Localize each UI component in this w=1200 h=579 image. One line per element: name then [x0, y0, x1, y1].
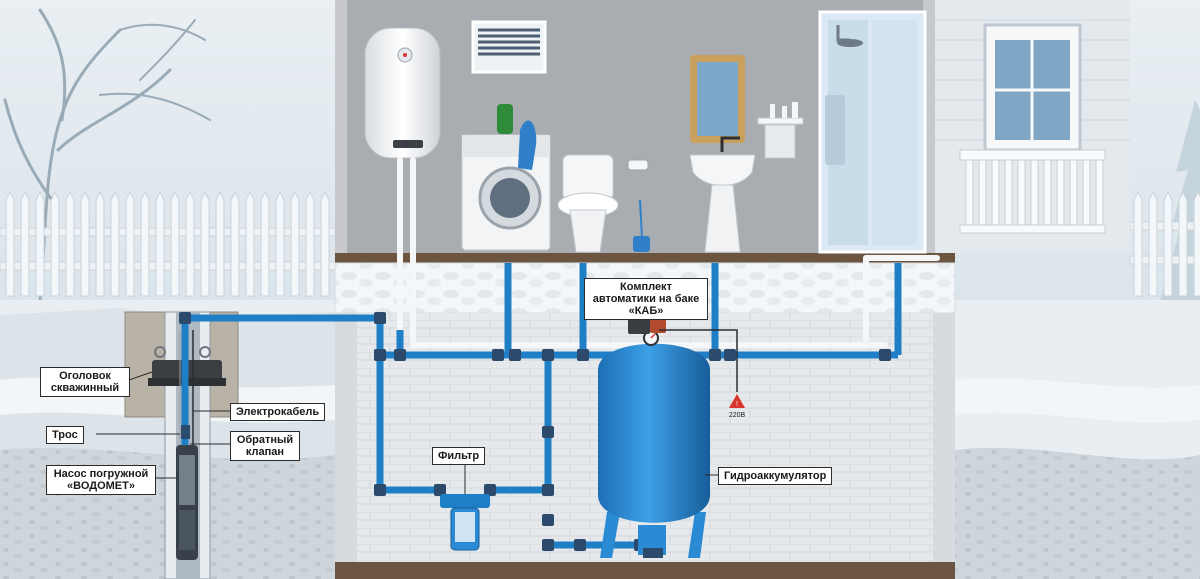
pressure-switch-icon [628, 318, 666, 334]
mirror-icon [690, 55, 745, 143]
blue-pipe [185, 314, 440, 494]
pipe-fitting [542, 426, 554, 438]
svg-text:!: ! [736, 401, 738, 408]
cable-label: Электрокабель [230, 403, 326, 421]
fence-picket [140, 190, 150, 297]
pipe-fitting [179, 312, 191, 324]
fence-picket [275, 190, 285, 297]
railing-baluster [991, 159, 1000, 226]
accumulator-label: Гидроаккумулятор [718, 467, 833, 485]
wellhead-label: Оголовок скважинный [40, 367, 130, 397]
water-heater-icon [364, 27, 441, 159]
hydro-accumulator-tank [598, 343, 710, 558]
floor-slab [335, 253, 955, 263]
toilet-icon [557, 154, 619, 253]
pipe-fitting [394, 349, 406, 361]
shelf-icon [757, 102, 804, 159]
pipe-fitting [879, 349, 891, 361]
pipe-fitting [574, 539, 586, 551]
fence-picket [230, 190, 240, 297]
fence-picket [1148, 190, 1158, 297]
fence-picket [125, 190, 135, 297]
rope-label: Трос [46, 426, 84, 444]
fence-picket [305, 190, 315, 297]
railing-baluster [978, 159, 987, 226]
fence-picket [1178, 190, 1188, 297]
pipe-fitting [542, 349, 554, 361]
fence-picket [50, 190, 60, 297]
basement-floor [335, 562, 955, 579]
pipe-fitting [542, 484, 554, 496]
railing-baluster [1030, 159, 1039, 226]
fence-picket [5, 190, 15, 297]
fence-picket [260, 190, 270, 297]
white-pipe [410, 157, 888, 348]
fence-picket [170, 190, 180, 297]
pipe-fitting [577, 349, 589, 361]
fence-picket [155, 190, 165, 297]
pipe-fitting [374, 312, 386, 324]
toilet-paper-icon [627, 159, 649, 171]
toilet-brush-icon [633, 199, 650, 252]
cold-water-lines [397, 157, 940, 348]
voltage-label: 220В [729, 412, 746, 419]
pipe-fitting [374, 349, 386, 361]
fence-picket [65, 190, 75, 297]
check-valve-label: Обратный клапан [230, 431, 300, 461]
fence-picket [1163, 190, 1173, 297]
window-icon [471, 20, 547, 74]
railing-baluster [1069, 159, 1078, 226]
fence-picket [245, 190, 255, 297]
railing-baluster [1082, 159, 1091, 226]
railing-baluster [1004, 159, 1013, 226]
fence-picket [290, 190, 300, 297]
power-line [659, 329, 738, 392]
fence-picket [1133, 190, 1143, 297]
railing-baluster [1056, 159, 1065, 226]
filter-label: Фильтр [432, 447, 486, 465]
automation-label: Комплект автоматики на баке «КАБ» [584, 278, 708, 320]
washing-machine-icon [461, 104, 551, 251]
fence-picket [80, 190, 90, 297]
pipe-fitting [709, 349, 721, 361]
filter-icon [440, 494, 490, 551]
pipe-fitting [492, 349, 504, 361]
railing-baluster [1017, 159, 1026, 226]
sink-icon [689, 136, 756, 253]
fence-picket [320, 190, 330, 297]
pump-label: Насос погружной «ВОДОМЕТ» [46, 465, 156, 495]
shower-cabin-icon [818, 10, 927, 254]
submersible-pump-icon [176, 445, 198, 560]
pipe-fitting [542, 514, 554, 526]
fence-picket [1193, 190, 1200, 297]
fence-picket [215, 190, 225, 297]
fence-picket [200, 190, 210, 297]
railing-baluster [1043, 159, 1052, 226]
pipe-fitting [484, 484, 496, 496]
fence-picket [110, 190, 120, 297]
railing-baluster [1095, 159, 1104, 226]
pipe-fitting [509, 349, 521, 361]
railing-baluster [965, 159, 974, 226]
fence-picket [35, 190, 45, 297]
check-valve-icon [181, 425, 190, 439]
fence-picket [185, 190, 195, 297]
fence-picket [20, 190, 30, 297]
pipe-fitting [434, 484, 446, 496]
pipe-fitting [724, 349, 736, 361]
warning-sign-icon: ! [729, 394, 745, 408]
pipe-fitting [374, 484, 386, 496]
pipe-fitting [542, 539, 554, 551]
window-icon [983, 23, 1082, 152]
fence-picket [95, 190, 105, 297]
